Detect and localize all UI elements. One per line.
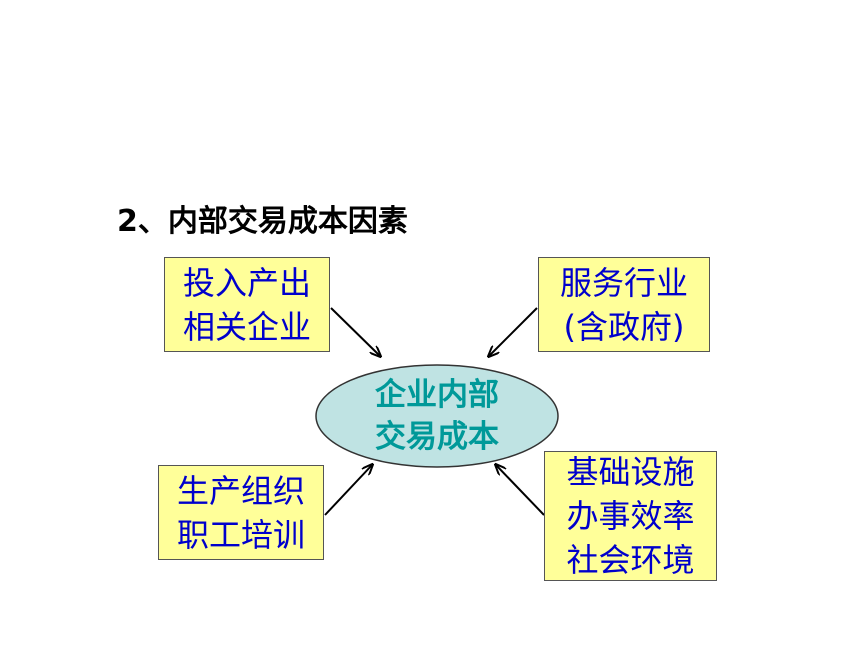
factor-line: (含政府) (563, 307, 685, 346)
center-ellipse (315, 364, 559, 468)
factor-line: 服务行业 (559, 263, 688, 302)
factor-line: 办事效率 (566, 497, 695, 535)
factor-line: 生产组织 (176, 471, 305, 510)
center-line-2: 交易成本 (375, 419, 499, 455)
arrow-top-left (330, 307, 380, 356)
factor-line: 职工培训 (176, 515, 305, 554)
center-label: 企业内部 交易成本 (316, 365, 558, 467)
factor-line: 相关企业 (182, 307, 311, 346)
center-line-1: 企业内部 (375, 377, 499, 413)
arrow-bottom-right (496, 465, 545, 516)
arrow-bottom-left (324, 465, 372, 516)
arrow-top-right (489, 307, 538, 356)
slide-title: 2、内部交易成本因素 (117, 204, 408, 239)
factor-box-service-industry: 服务行业 (含政府) (538, 257, 710, 352)
factor-line: 社会环境 (566, 541, 695, 579)
factor-line: 投入产出 (182, 263, 311, 302)
factor-box-infrastructure: 基础设施 办事效率 社会环境 (544, 451, 717, 581)
factor-box-production-organization: 生产组织 职工培训 (158, 465, 324, 560)
factor-line: 基础设施 (566, 453, 695, 491)
factor-box-input-output: 投入产出 相关企业 (164, 257, 330, 352)
